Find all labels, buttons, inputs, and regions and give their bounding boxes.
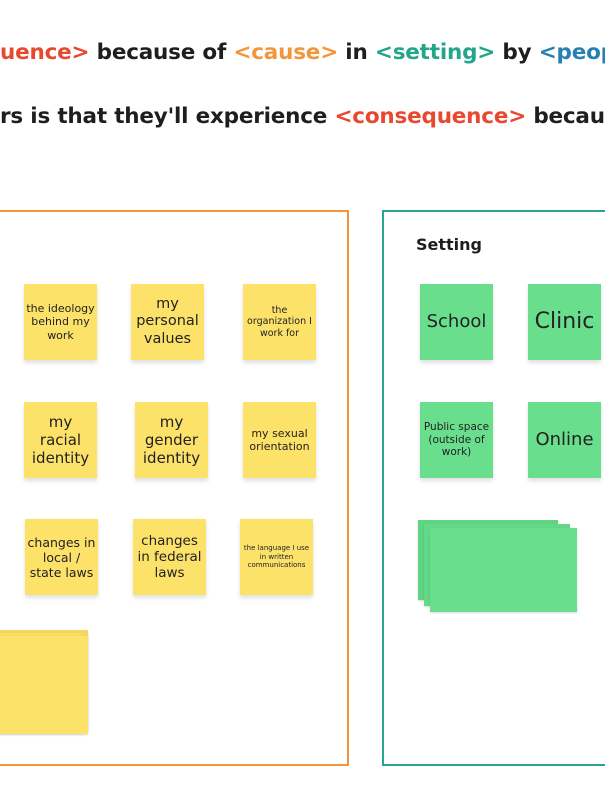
cause-frame[interactable]	[0, 210, 349, 766]
sticky-note[interactable]: Clinic	[528, 284, 601, 360]
setting-frame[interactable]	[382, 210, 605, 766]
sticky-text: changes in local / state laws	[27, 534, 96, 580]
people-token: <peopl	[538, 40, 605, 65]
sticky-note[interactable]: my gender identity	[135, 402, 208, 478]
cause-token: <cause>	[233, 40, 339, 65]
sticky-note[interactable]: changes in federal laws	[133, 519, 206, 595]
sticky-text: Public space (outside of work)	[423, 421, 490, 459]
sticky-text: the ideology behind my work	[26, 302, 95, 342]
sticky-text: my racial identity	[31, 413, 90, 467]
sticky-text: my sexual orientation	[249, 426, 310, 453]
text: becaus	[533, 104, 605, 129]
sticky-note[interactable]: my racial identity	[24, 402, 97, 478]
sticky-text: my gender identity	[142, 413, 201, 467]
prompt-line-2: rs is that they'll experience <consequen…	[0, 104, 605, 129]
sticky-note[interactable]: Public space (outside of work)	[420, 402, 493, 478]
sticky-note[interactable]: changes in local / state laws	[25, 519, 98, 595]
sticky-note[interactable]: the ideology behind my work	[24, 284, 97, 360]
sticky-note[interactable]: School	[420, 284, 493, 360]
sticky-text: the language I use in written communicat…	[243, 544, 310, 570]
consequence-token: uence>	[0, 40, 90, 65]
setting-frame-title: Setting	[416, 235, 482, 254]
text: rs is that they'll experience	[0, 104, 335, 129]
sticky-text: School	[426, 311, 487, 333]
sticky-text: my personal values	[136, 295, 199, 347]
text: because of	[89, 40, 234, 65]
prompt-line-1: uence> because of <cause> in <setting> b…	[0, 40, 605, 65]
sticky-note[interactable]: my personal values	[131, 284, 204, 360]
sticky-text: Clinic	[534, 308, 595, 334]
setting-token: <setting>	[374, 40, 496, 65]
sticky-note[interactable]: Online	[528, 402, 601, 478]
sticky-note[interactable]: the organization I work for	[243, 284, 316, 360]
sticky-text: changes in federal laws	[137, 532, 202, 582]
text: by	[495, 40, 539, 65]
sticky-note[interactable]: the language I use in written communicat…	[240, 519, 313, 595]
sticky-text: the organization I work for	[247, 304, 312, 339]
text: in	[338, 40, 375, 65]
consequence-token: <consequence>	[334, 104, 527, 129]
sticky-note[interactable]: my sexual orientation	[243, 402, 316, 478]
sticky-text: Online	[535, 429, 594, 451]
